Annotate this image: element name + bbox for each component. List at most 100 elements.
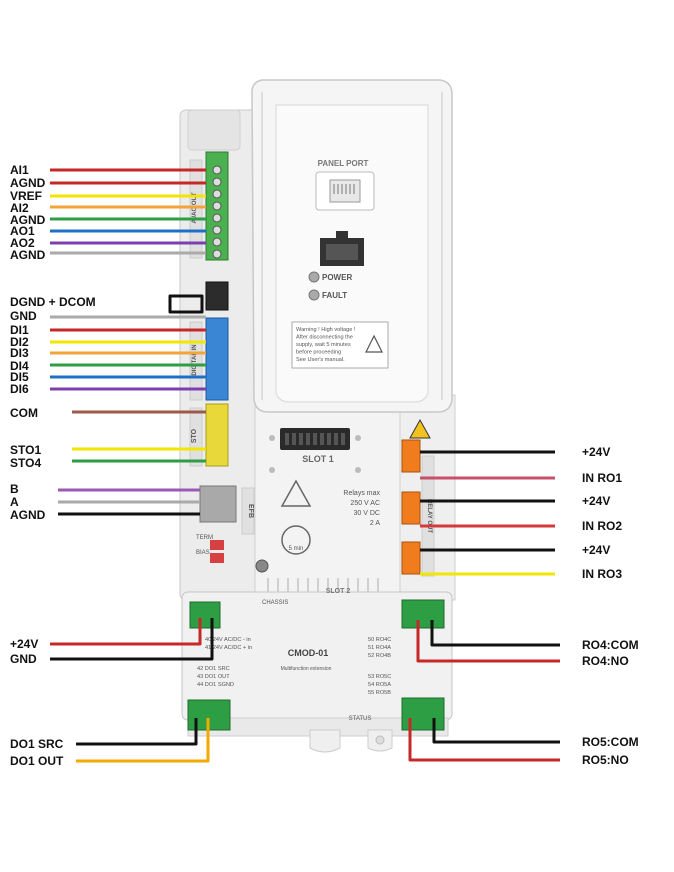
terminal-block-module-power [189,601,221,629]
label-agnd3: AGND [10,248,46,262]
label-ao1: AO1 [10,224,35,238]
fault-label: FAULT [322,291,347,300]
label-dgnd: DGND + DCOM [10,295,96,309]
label-ai1: AI1 [10,163,29,177]
label-di6: DI6 [10,382,29,396]
terminal-screw [212,225,222,235]
wire-p24l [50,618,202,646]
label-inro1: IN RO1 [582,471,623,485]
terminal-block-di [205,317,229,401]
wires [50,168,560,763]
term-bias-switches [210,540,224,563]
module-power-terminal-line: 40 24V AC/DC - in [205,637,251,643]
label-p24a: +24V [582,445,611,459]
module-do1-terminal-line: 43 DO1 OUT [197,674,230,680]
terminal-block-module-ro5 [401,697,445,731]
terminal-screw [212,189,222,199]
terminal-block-dgnd [205,281,229,311]
warning-text-line: See User's manual. [296,357,345,363]
module-ro4-terminal-line: 50 RO4C [368,637,391,643]
label-gnd2: GND [10,652,37,666]
module-do1-terminal-line: 44 DO1 SGND [197,682,234,688]
terminal-block-sto [205,403,229,467]
warning-text: Warning ! High voltage !After disconnect… [296,327,356,363]
status-leds [308,271,320,301]
label-p24b: +24V [582,494,611,508]
terminal-screw [212,213,222,223]
module-ro5-terminal-line: 53 RO5C [368,674,391,680]
block-label-sto: STO [191,428,198,443]
label-di4: DI4 [10,359,29,373]
label-agnd4: AGND [10,508,46,522]
terminal-block-efb [199,485,237,523]
relay-rating-line: 2 A [370,520,380,527]
terminal-screw [212,237,222,247]
five-min-label: 5 min [289,546,304,552]
module-terminal-text: 40 24V AC/DC - in 41 24V AC/DC + in 42 DO1… [197,637,391,696]
label-a: A [10,495,19,509]
label-agnd1: AGND [10,176,46,190]
wire-do1src [76,718,198,746]
label-ro5no: RO5:NO [582,753,629,767]
slot-1-connector [269,428,361,473]
wire-ro4com [430,620,560,647]
relay-rating-line: 250 V AC [350,500,380,507]
warning-text-line: Warning ! High voltage ! [296,327,356,333]
relay-warning-icon [409,418,431,439]
module-subtitle: Multifunction extension [281,666,332,672]
label-p24c: +24V [582,543,611,557]
label-di3: DI3 [10,346,29,360]
label-com: COM [10,406,38,420]
wire-ro5no [408,718,560,762]
term-label: TERM [196,535,213,541]
terminal-screw [212,165,222,175]
label-di5: DI5 [10,370,29,384]
label-sto4: STO4 [10,456,42,470]
label-do1out: DO1 OUT [10,754,64,768]
slot2-label: SLOT 2 [326,588,351,595]
block-label-di: DIGITAL IN [192,344,198,375]
label-sto1: STO1 [10,443,42,457]
label-inro2: IN RO2 [582,519,623,533]
label-inro3: IN RO3 [582,567,623,581]
panel-port [315,171,375,266]
warning-text-line: before proceeding [296,350,341,356]
slot1-label: SLOT 1 [302,454,334,464]
power-label: POWER [322,273,352,282]
module-ro4-terminal-line: 52 RO4B [368,653,391,659]
status-label: STATUS [349,716,372,722]
wire-ro4no [416,620,560,663]
label-vref: VREF [10,189,43,203]
label-ro4no: RO4:NO [582,654,629,668]
warning-text-line: supply, wait 5 minutes [296,342,351,348]
wire-dgnd [168,294,204,314]
label-p24l: +24V [10,637,39,651]
wire-do1out [76,718,210,763]
wire-gnd2 [50,618,214,661]
terminal-block-module-ro4 [401,599,445,629]
label-gnd1: GND [10,309,37,323]
label-ao2: AO2 [10,236,35,250]
module-power-terminal-line: 41 24V AC/DC + in [205,645,252,651]
high-voltage-icon [280,479,312,507]
warning-box [291,321,389,369]
terminal-screw [212,177,222,187]
label-do1src: DO1 SRC [10,737,64,751]
module-do1-terminal-line: 42 DO1 SRC [197,666,230,672]
relay-rating-line: 30 V DC [354,510,380,517]
ground-screw [255,559,269,573]
terminal-screw [212,201,222,211]
label-ro5com: RO5:COM [582,735,639,749]
label-di2: DI2 [10,335,29,349]
terminal-block-relay [401,439,421,575]
label-ro4com: RO4:COM [582,638,639,652]
module-ro5-terminal-line: 55 RO5B [368,690,391,696]
panel-port-label: PANEL PORT [318,159,369,168]
wire-ro5com [432,718,560,744]
label-ai2: AI2 [10,201,29,215]
module-name: CMOD-01 [288,648,329,658]
module-ro5-terminal-line: 54 RO5A [368,682,391,688]
